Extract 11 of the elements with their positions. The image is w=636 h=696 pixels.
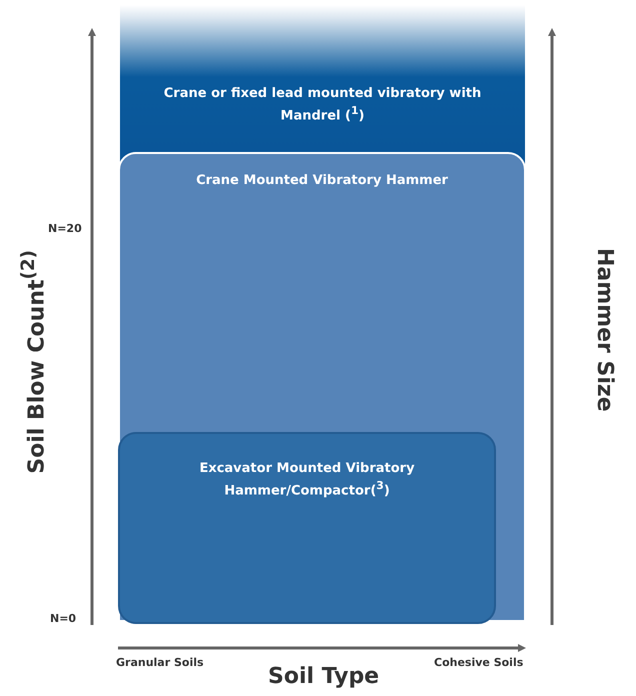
- region-box: [118, 152, 526, 622]
- tick-label: N=20: [48, 222, 82, 235]
- tick-label: N=0: [50, 612, 76, 625]
- region-label: Crane Mounted Vibratory Hammer: [196, 172, 448, 190]
- region-box: [118, 432, 496, 624]
- axis-title: Soil Type: [268, 664, 380, 689]
- axis-end-label: Cohesive Soils: [434, 656, 524, 669]
- region-label: Crane or fixed lead mounted vibratory with Mandrel ($^{1}$): [162, 85, 482, 126]
- region-label: Excavator Mounted Vibratory Hammer/Compactor($^{3}$): [198, 460, 416, 501]
- axis-title: Hammer Size: [592, 248, 617, 412]
- axis-end-label: Granular Soils: [116, 656, 204, 669]
